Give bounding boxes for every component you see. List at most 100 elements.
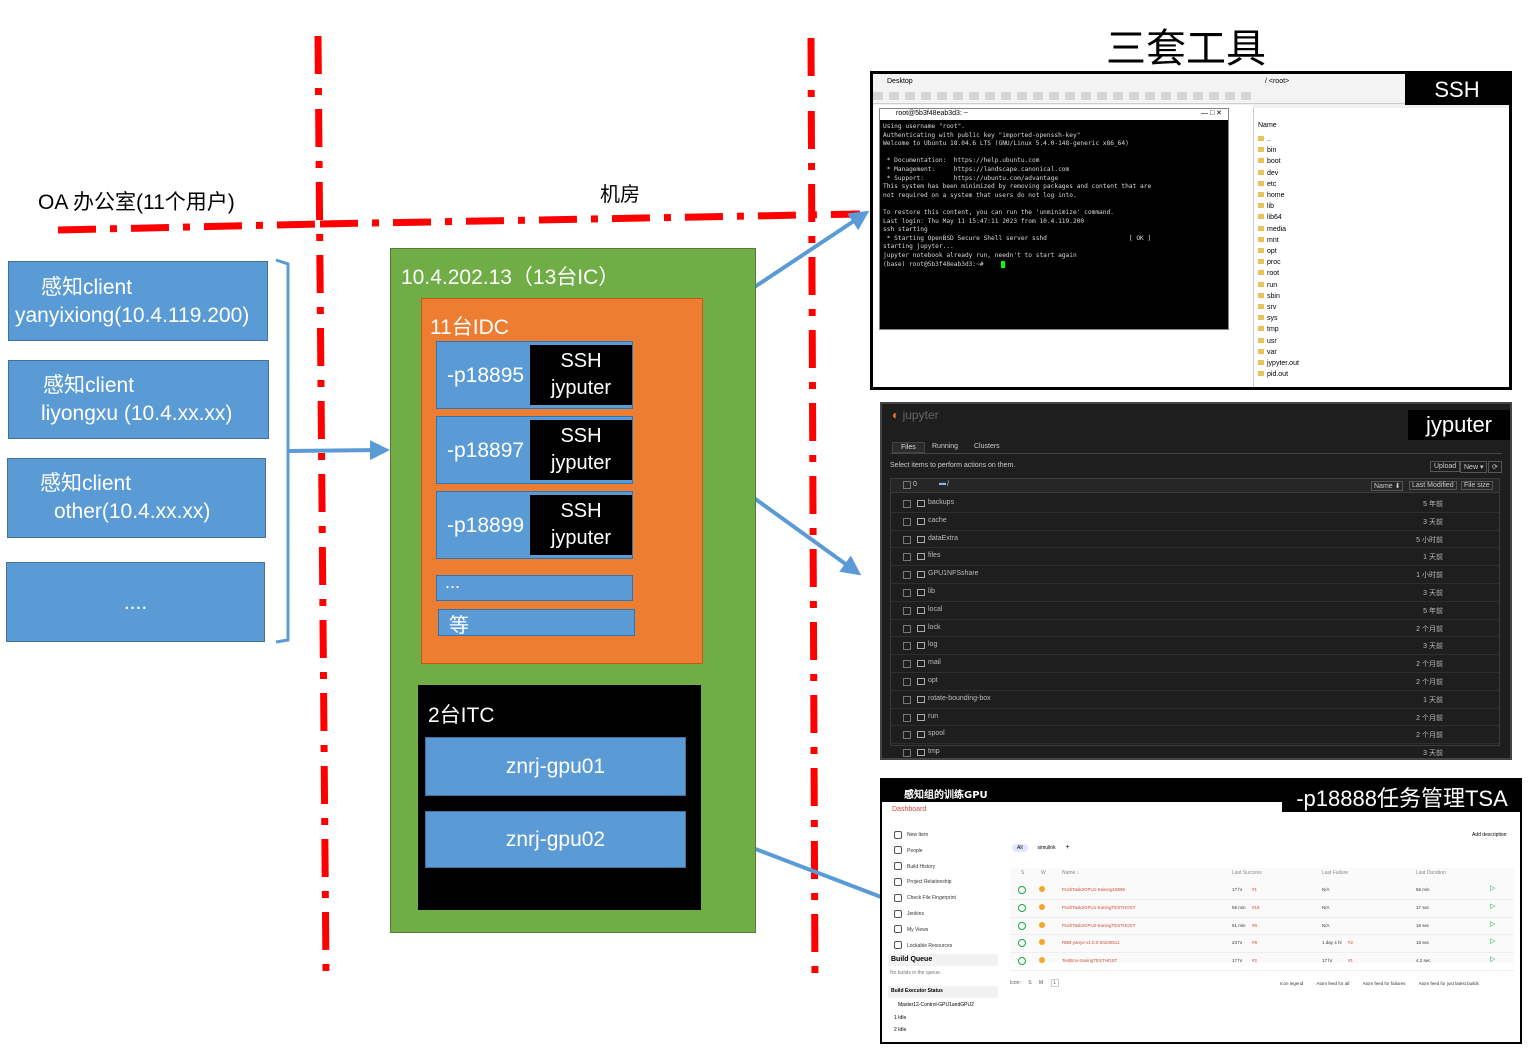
last-success-build[interactable]: #1: [1252, 887, 1258, 892]
file-name[interactable]: cache: [928, 516, 947, 524]
dir-item[interactable]: opt: [1258, 246, 1299, 257]
build-now-icon[interactable]: ▷: [1490, 938, 1496, 946]
tab-add[interactable]: +: [1065, 844, 1070, 851]
file-name[interactable]: dataExtra: [928, 534, 958, 542]
icon-size-s[interactable]: S: [1028, 980, 1032, 986]
file-name[interactable]: rotate-bounding-box: [928, 694, 991, 702]
file-name[interactable]: local: [928, 605, 943, 613]
file-name[interactable]: lib: [928, 587, 936, 595]
tab-files[interactable]: Files: [892, 442, 925, 453]
atom-failures-link[interactable]: Atom feed for failures: [1362, 981, 1406, 986]
icon-size-m[interactable]: M: [1038, 980, 1044, 986]
dir-item[interactable]: etc: [1258, 179, 1299, 190]
select-all-checkbox[interactable]: [903, 481, 911, 489]
dir-item[interactable]: var: [1258, 347, 1299, 358]
file-name[interactable]: run: [928, 712, 939, 720]
atom-all-link[interactable]: Atom feed for all: [1316, 981, 1350, 986]
window-controls[interactable]: — □ ✕: [1201, 110, 1222, 117]
sidebar-item[interactable]: People: [894, 844, 994, 860]
upload-button[interactable]: Upload: [1430, 461, 1461, 472]
dir-item[interactable]: root: [1258, 268, 1299, 279]
sidebar-item[interactable]: New Item: [894, 828, 994, 844]
icon-size-l[interactable]: L: [1050, 979, 1060, 987]
file-name[interactable]: backups: [928, 499, 955, 506]
sort-size[interactable]: File size: [1461, 481, 1493, 490]
build-now-icon[interactable]: ▷: [1490, 885, 1496, 892]
dir-item[interactable]: lib: [1258, 201, 1299, 212]
file-name[interactable]: GPU1NFSshare: [928, 570, 979, 578]
dir-item[interactable]: proc: [1258, 257, 1299, 268]
dir-item[interactable]: bin: [1258, 145, 1299, 156]
refresh-button[interactable]: ⟳: [1488, 461, 1502, 473]
dir-item[interactable]: media: [1258, 224, 1299, 235]
dir-item[interactable]: dev: [1258, 168, 1299, 179]
dir-item[interactable]: run: [1258, 280, 1299, 291]
build-now-icon[interactable]: ▷: [1490, 956, 1496, 964]
dir-item[interactable]: boot: [1258, 156, 1299, 167]
file-name[interactable]: files: [928, 552, 941, 560]
sidebar-item[interactable]: Project Relationship: [894, 875, 994, 891]
new-button[interactable]: New ▾: [1460, 461, 1488, 473]
file-name[interactable]: tmp: [928, 748, 940, 756]
sidebar-item[interactable]: Build History: [894, 860, 994, 876]
file-name[interactable]: mail: [928, 659, 941, 667]
last-success-build[interactable]: #19: [1252, 904, 1260, 910]
row-checkbox[interactable]: [903, 624, 911, 633]
dir-item[interactable]: srv: [1258, 302, 1299, 313]
file-name[interactable]: spool: [928, 730, 945, 738]
sidebar-item[interactable]: Jenkins: [894, 907, 994, 923]
tab-running[interactable]: Running: [932, 443, 959, 450]
row-checkbox[interactable]: [903, 731, 911, 740]
col-last-failure[interactable]: Last Failure: [1322, 870, 1349, 876]
row-checkbox[interactable]: [903, 749, 911, 758]
dir-item[interactable]: jypyter.out: [1258, 358, 1299, 369]
tab-all[interactable]: All: [1012, 844, 1028, 852]
file-name[interactable]: opt: [928, 676, 938, 684]
last-failure-build[interactable]: #1: [1348, 958, 1354, 964]
sort-modified[interactable]: Last Modified: [1409, 481, 1457, 490]
build-now-icon[interactable]: ▷: [1490, 920, 1496, 928]
tab-simulink[interactable]: simulink: [1037, 845, 1056, 851]
add-description-link[interactable]: Add description: [1472, 832, 1507, 838]
row-checkbox[interactable]: [903, 500, 911, 508]
job-name[interactable]: PushTask2GPU1-training18895: [1062, 887, 1126, 892]
dir-item[interactable]: home: [1258, 190, 1299, 201]
last-success-build[interactable]: #2: [1252, 958, 1258, 964]
executor-title[interactable]: Build Executor Status: [891, 988, 943, 994]
col-last-success[interactable]: Last Success: [1232, 870, 1262, 876]
tab-clusters[interactable]: Clusters: [974, 443, 1000, 450]
row-checkbox[interactable]: [903, 642, 911, 651]
dir-item[interactable]: pid.out: [1258, 369, 1299, 380]
sidebar-item[interactable]: My Views: [894, 923, 994, 939]
col-name[interactable]: Name ↓: [1062, 870, 1080, 876]
dir-item[interactable]: ..: [1258, 134, 1299, 145]
terminal-output[interactable]: Using username "root".Authenticating wit…: [883, 123, 1151, 269]
row-checkbox[interactable]: [903, 517, 911, 526]
job-name[interactable]: PushTask2GPU1-traningTESTHOST: [1062, 904, 1136, 910]
sidebar-item[interactable]: Lockable Resources: [894, 939, 994, 955]
job-name[interactable]: TestEnv-traningTESTHOST: [1062, 958, 1118, 964]
last-failure-build[interactable]: #2: [1348, 940, 1354, 946]
row-checkbox[interactable]: [903, 660, 911, 669]
row-checkbox[interactable]: [903, 588, 911, 597]
sort-name[interactable]: Name ⬇: [1371, 481, 1404, 491]
dir-item[interactable]: tmp: [1258, 324, 1299, 335]
